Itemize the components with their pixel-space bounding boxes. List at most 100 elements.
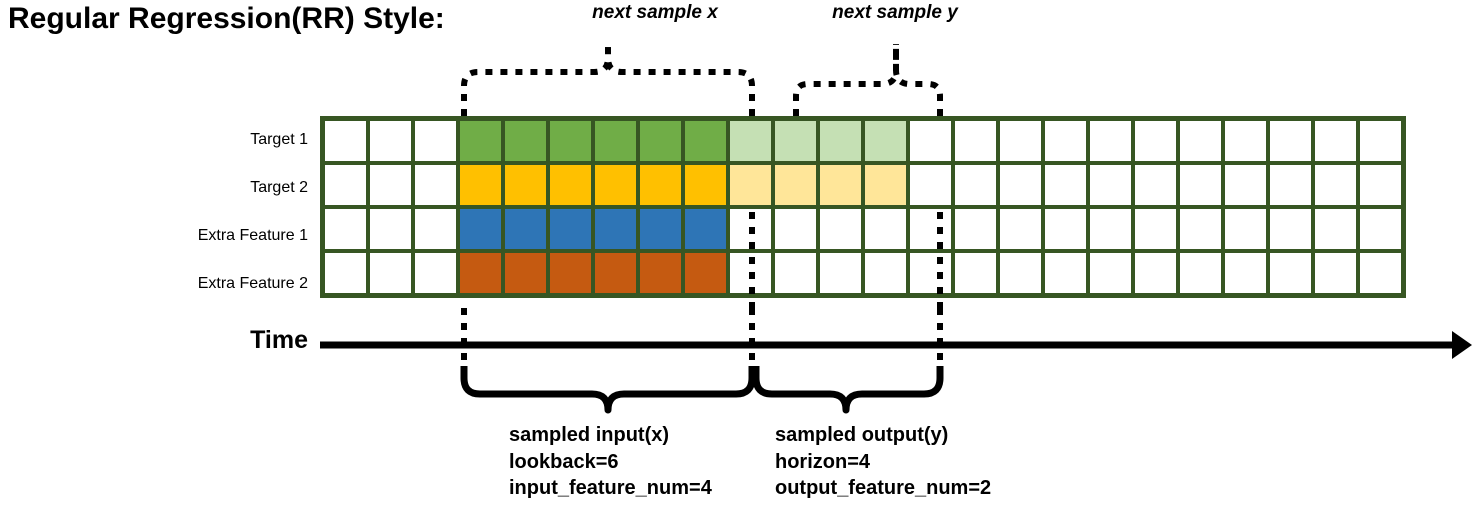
grid-table (325, 121, 1401, 293)
annotation-sampled-input: sampled input(x) lookback=6 input_featur… (509, 422, 712, 502)
grid-cell-empty (906, 161, 955, 209)
grid-row (325, 205, 1401, 253)
grid-cell-input (501, 121, 550, 165)
grid-cell-input (546, 205, 595, 253)
grid-cell-empty (1131, 121, 1180, 165)
grid-cell-empty (771, 249, 820, 293)
grid-cell-empty (1131, 249, 1180, 293)
grid-cell-empty (325, 205, 370, 253)
label-next-sample-y: next sample y (832, 2, 958, 23)
grid-cell-empty (861, 249, 910, 293)
grid-cell-input (456, 161, 505, 209)
grid-cell-empty (1041, 249, 1090, 293)
grid-cell-empty (1311, 121, 1360, 165)
grid-cell-output (771, 161, 820, 209)
grid-cell-empty (861, 205, 910, 253)
grid-cell-input (546, 249, 595, 293)
grid-cell-input (681, 161, 730, 209)
grid-cell-empty (996, 161, 1045, 209)
grid-cell-empty (1356, 121, 1401, 165)
grid-cell-input (636, 205, 685, 253)
grid-cell-input (636, 121, 685, 165)
dotted-brace-next-sample-y (793, 44, 943, 116)
grid-cell-empty (1221, 249, 1270, 293)
grid-cell-empty (411, 121, 460, 165)
grid-cell-empty (996, 121, 1045, 165)
annotation-input-line-2: lookback=6 (509, 450, 619, 473)
grid-cell-empty (1176, 161, 1225, 209)
grid-row (325, 249, 1401, 293)
grid-cell-empty (1086, 121, 1135, 165)
grid-cell-empty (951, 121, 1000, 165)
time-axis (320, 331, 1472, 359)
annotation-input-line-1: sampled input(x) (509, 424, 670, 446)
grid-cell-empty (1266, 205, 1315, 253)
brace-sampled-output (752, 366, 944, 414)
grid-row (325, 121, 1401, 165)
annotation-output-line-2: horizon=4 (775, 450, 871, 473)
row-label-target-1: Target 1 (0, 116, 308, 164)
grid-cell-input (501, 249, 550, 293)
grid-cell-input (681, 205, 730, 253)
grid-cell-input (546, 161, 595, 209)
grid-cell-input (456, 205, 505, 253)
grid-cell-empty (1086, 249, 1135, 293)
grid-cell-empty (1041, 121, 1090, 165)
grid-cell-empty (1131, 161, 1180, 209)
grid-cell-empty (906, 249, 955, 293)
row-label-column: Target 1 Target 2 Extra Feature 1 Extra … (0, 116, 308, 308)
grid-cell-empty (411, 249, 460, 293)
grid-cell-empty (1266, 249, 1315, 293)
grid-cell-empty (1041, 161, 1090, 209)
grid-cell-empty (1356, 205, 1401, 253)
grid-cell-empty (1221, 161, 1270, 209)
grid-row (325, 161, 1401, 209)
brace-sampled-input (460, 366, 756, 414)
grid-cell-input (501, 161, 550, 209)
grid-cell-empty (1086, 205, 1135, 253)
row-label-extra-feature-1: Extra Feature 1 (0, 212, 308, 260)
grid-cell-empty (1356, 249, 1401, 293)
grid-cell-empty (906, 121, 955, 165)
grid-cell-input (591, 205, 640, 253)
grid-cell-empty (325, 161, 370, 209)
grid-cell-input (636, 161, 685, 209)
grid-cell-input (501, 205, 550, 253)
grid-cell-empty (1176, 121, 1225, 165)
grid-cell-input (681, 249, 730, 293)
grid-cell-empty (951, 249, 1000, 293)
grid-cell-empty (1356, 161, 1401, 209)
dotted-brace-next-sample-x (461, 44, 755, 116)
grid-cell-output (726, 161, 775, 209)
grid-cell-input (546, 121, 595, 165)
annotation-sampled-output: sampled output(y) horizon=4 output_featu… (775, 422, 991, 502)
grid-cell-input (456, 249, 505, 293)
grid-cell-empty (366, 161, 415, 209)
grid-cell-input (591, 121, 640, 165)
grid-cell-empty (1176, 205, 1225, 253)
grid-cell-empty (325, 121, 370, 165)
grid-cell-empty (1266, 161, 1315, 209)
grid-cell-empty (1221, 121, 1270, 165)
grid-cell-empty (1041, 205, 1090, 253)
row-label-text: Target 1 (250, 131, 308, 148)
grid-cell-empty (726, 205, 775, 253)
grid-cell-empty (1311, 249, 1360, 293)
grid-cell-empty (1266, 121, 1315, 165)
grid-cell-input (636, 249, 685, 293)
grid-cell-empty (366, 249, 415, 293)
grid-cell-output (816, 161, 865, 209)
grid-cell-empty (726, 249, 775, 293)
row-label-text: Extra Feature 2 (197, 275, 308, 292)
grid-cell-input (456, 121, 505, 165)
row-label-text: Target 2 (250, 179, 308, 196)
grid-cell-empty (996, 205, 1045, 253)
grid-cell-output (771, 121, 820, 165)
grid-cell-empty (1131, 205, 1180, 253)
grid-cell-empty (1176, 249, 1225, 293)
grid-cell-output (861, 121, 910, 165)
grid-cell-empty (951, 161, 1000, 209)
grid-cell-empty (951, 205, 1000, 253)
time-axis-label: Time (250, 326, 308, 354)
grid-cell-input (591, 161, 640, 209)
